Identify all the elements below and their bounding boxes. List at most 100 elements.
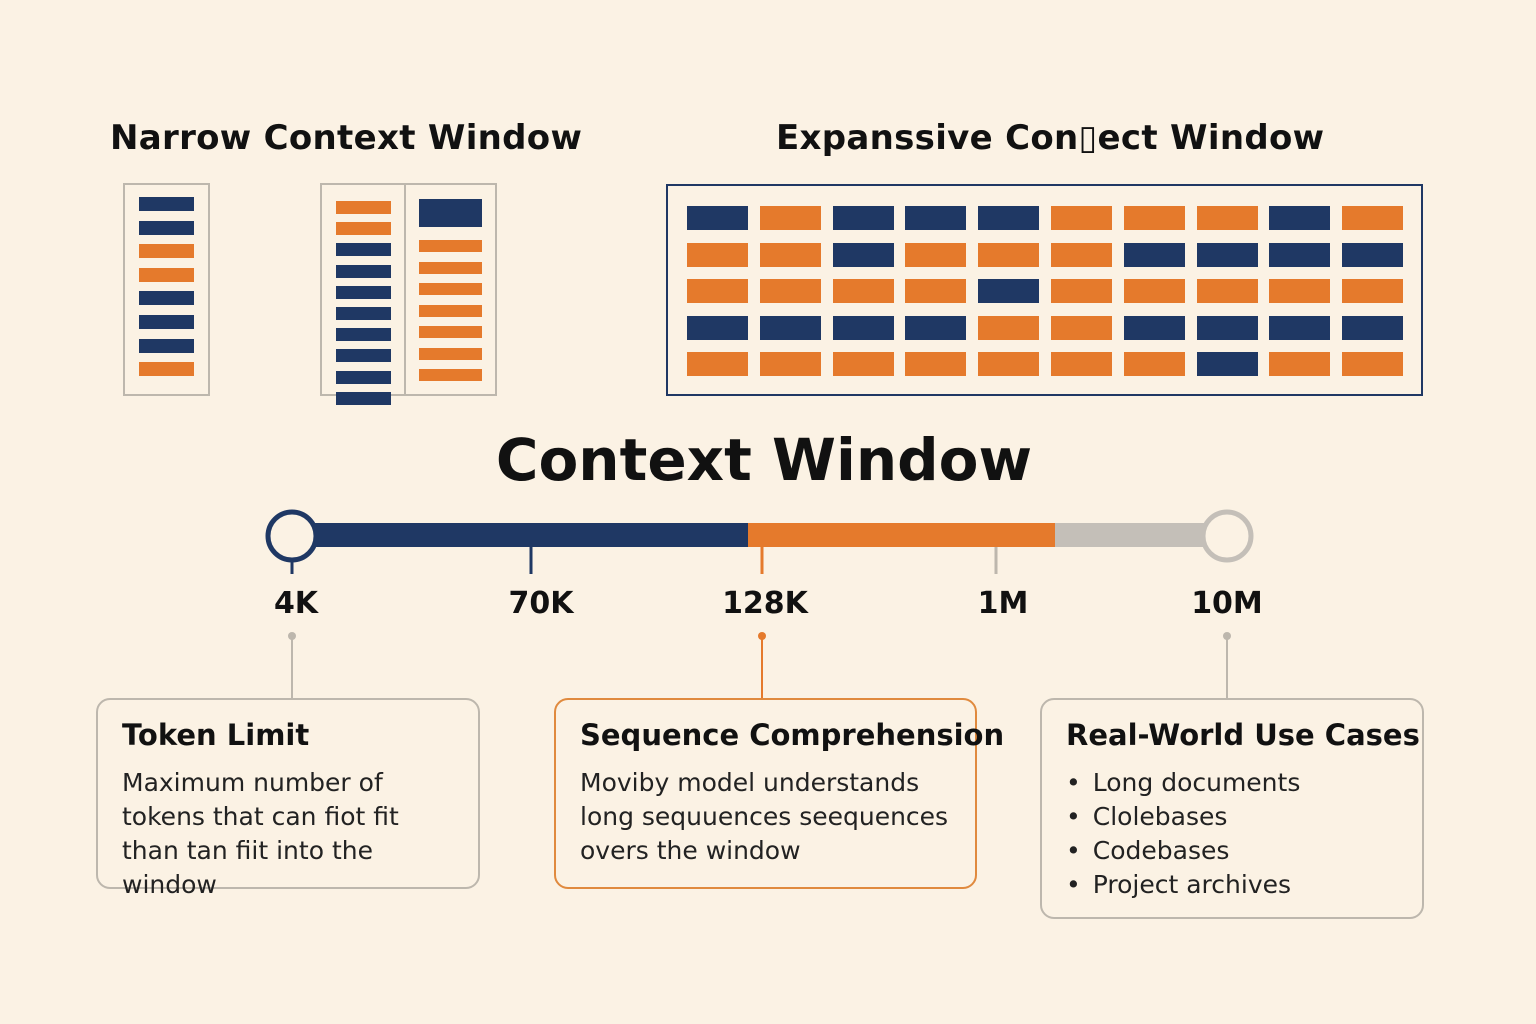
token-block-orange <box>1051 352 1112 376</box>
token-block-orange <box>978 315 1040 340</box>
token-block-orange <box>832 279 894 303</box>
timeline-segment-navy <box>292 523 748 547</box>
token-block-navy <box>139 197 194 211</box>
token-block-orange <box>419 283 482 295</box>
timeline-segment-orange <box>748 523 1055 547</box>
sequence-comprehension-description: Moviby model understands long sequuences… <box>580 768 949 865</box>
token-block-orange <box>1269 279 1331 303</box>
token-block-navy <box>336 370 391 384</box>
token-block-navy <box>832 315 894 340</box>
token-block-orange <box>419 304 482 317</box>
token-block-navy <box>832 242 894 267</box>
token-block-orange <box>139 362 194 377</box>
token-block-orange <box>1051 242 1112 267</box>
token-block-orange <box>1123 279 1185 303</box>
token-block-orange <box>419 369 482 381</box>
token-block-orange <box>978 242 1040 267</box>
token-block-navy <box>905 315 967 340</box>
token-block-orange <box>759 352 821 376</box>
column-divider <box>404 185 406 394</box>
token-block-orange <box>687 242 748 267</box>
token-block-orange <box>139 244 194 259</box>
token-block-orange <box>905 279 967 303</box>
token-block-orange <box>1051 279 1112 303</box>
token-block-navy <box>419 199 482 227</box>
token-block-orange <box>336 222 391 236</box>
token-block-orange <box>759 242 821 267</box>
token-block-navy <box>832 206 894 230</box>
token-block-orange <box>978 352 1040 376</box>
use-case-item: Long documents <box>1066 766 1398 800</box>
use-cases-card: Real-World Use Cases Long documents Clol… <box>1040 698 1424 919</box>
token-block-navy <box>336 349 391 363</box>
token-block-orange <box>1196 279 1258 303</box>
token-block-orange <box>1342 352 1404 376</box>
token-block-navy <box>336 307 391 320</box>
timeline-start-handle[interactable] <box>265 509 319 563</box>
token-block-navy <box>1196 242 1258 267</box>
token-block-navy <box>336 285 391 299</box>
narrow-window-column-double <box>320 183 497 405</box>
token-block-navy <box>336 391 391 405</box>
token-block-navy <box>336 328 391 342</box>
token-block-navy <box>1196 315 1258 340</box>
token-block-navy <box>1342 242 1404 267</box>
token-block-orange <box>687 279 748 303</box>
sequence-comprehension-card: Sequence Comprehension Moviby model unde… <box>554 698 1005 889</box>
use-cases-title: Real-World Use Cases <box>1066 718 1420 752</box>
token-block-navy <box>1196 352 1258 376</box>
token-block-orange <box>419 326 482 338</box>
token-block-navy <box>336 264 391 278</box>
expansive-window-title: Expanssive Con▯ect Window <box>776 118 1325 158</box>
token-block-navy <box>1269 206 1331 230</box>
token-block-navy <box>139 338 194 353</box>
token-block-navy <box>687 206 748 230</box>
expansive-window-grid <box>666 184 1423 396</box>
token-block-orange <box>336 201 391 214</box>
token-block-navy <box>139 220 194 235</box>
timeline-end-handle[interactable] <box>1200 509 1254 563</box>
use-case-item: Clolebases <box>1066 800 1398 834</box>
use-case-item: Project archives <box>1066 868 1398 902</box>
main-title: Context Window <box>495 426 1033 494</box>
token-block-orange <box>1051 315 1112 340</box>
tick-label-1m: 1M <box>978 586 1029 621</box>
token-block-navy <box>139 291 194 306</box>
token-block-orange <box>1342 279 1404 303</box>
use-cases-list: Long documents Clolebases Codebases Proj… <box>1066 766 1398 902</box>
token-block-orange <box>1269 352 1331 376</box>
narrow-window-column-single <box>123 183 210 396</box>
token-block-navy <box>1269 315 1331 340</box>
token-block-navy <box>687 315 748 340</box>
token-block-navy <box>1342 315 1404 340</box>
tick-label-70k: 70K <box>509 586 576 621</box>
token-block-navy <box>1123 315 1185 340</box>
tick-label-10m: 10M <box>1191 586 1263 621</box>
tick-label-128k: 128K <box>722 586 810 621</box>
narrow-window-title: Narrow Context Window <box>110 118 583 158</box>
token-block-orange <box>759 279 821 303</box>
sequence-comprehension-title: Sequence Comprehension <box>580 718 1005 752</box>
token-block-orange <box>1123 206 1185 230</box>
token-block-navy <box>978 206 1040 230</box>
token-block-orange <box>1123 352 1185 376</box>
token-limit-title: Token Limit <box>122 718 310 752</box>
token-block-orange <box>1051 206 1112 230</box>
token-block-navy <box>905 206 967 230</box>
token-block-navy <box>1123 242 1185 267</box>
token-block-orange <box>759 206 821 230</box>
token-block-orange <box>139 267 194 282</box>
token-block-orange <box>419 261 482 274</box>
token-block-orange <box>832 352 894 376</box>
token-block-orange <box>419 240 482 252</box>
tick-label-4k: 4K <box>274 586 320 621</box>
token-block-orange <box>687 352 748 376</box>
token-limit-description: Maximum number of tokens that can fiot f… <box>122 768 399 899</box>
token-block-orange <box>1342 206 1404 230</box>
token-block-navy <box>978 279 1040 303</box>
token-limit-card: Token Limit Maximum number of tokens tha… <box>96 698 480 899</box>
use-case-item: Codebases <box>1066 834 1398 868</box>
token-block-navy <box>1269 242 1331 267</box>
token-block-orange <box>905 352 967 376</box>
